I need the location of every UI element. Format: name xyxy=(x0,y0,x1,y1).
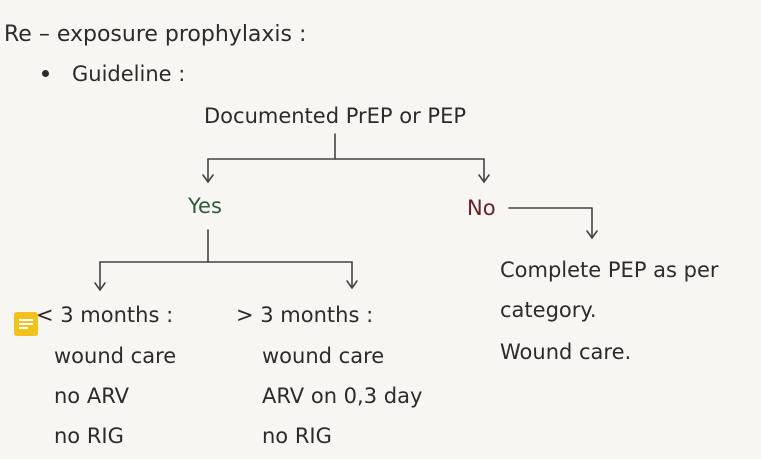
root-node: Documented PrEP or PEP xyxy=(204,104,467,128)
arrow-no-head xyxy=(478,174,490,184)
yes-node: Yes xyxy=(188,194,222,218)
more3-header: > 3 months : xyxy=(236,303,374,327)
note-icon[interactable] xyxy=(14,312,38,336)
arrow-more3-head xyxy=(346,280,358,290)
guideline-label: Guideline : xyxy=(72,62,186,86)
no-branch-line-3: Wound care. xyxy=(500,340,632,364)
less3-line-2: no ARV xyxy=(54,384,130,408)
less3-line-3: no RIG xyxy=(54,424,124,448)
less3-header: < 3 months : xyxy=(36,303,174,327)
less3-line-1: wound care xyxy=(54,344,177,368)
arrow-no-branch-head xyxy=(586,230,598,240)
more3-line-2: ARV on 0,3 day xyxy=(262,384,423,408)
page-title: Re – exposure prophylaxis : xyxy=(4,22,307,47)
more3-line-1: wound care xyxy=(262,344,385,368)
bullet-dot xyxy=(42,70,49,77)
no-node: No xyxy=(467,196,496,220)
arrow-yes-head xyxy=(202,174,214,184)
more3-line-3: no RIG xyxy=(262,424,332,448)
no-branch-line-1: Complete PEP as per xyxy=(500,258,719,282)
no-branch-line-2: category. xyxy=(500,298,597,322)
arrow-less3-head xyxy=(94,282,106,292)
